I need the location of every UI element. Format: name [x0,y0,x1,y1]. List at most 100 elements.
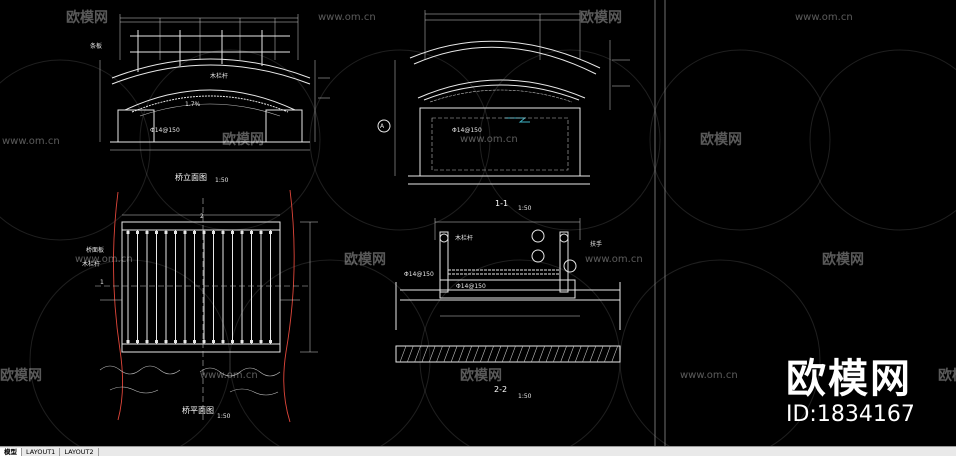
bolt-marker [145,340,149,343]
hatch-line [450,345,458,363]
watermark-url: www.om.cn [318,12,376,23]
bolt-marker [126,340,130,343]
bolt-marker [174,231,177,234]
bolt-marker [259,231,263,234]
svg-text:A: A [380,123,385,130]
bolt-marker [269,231,272,234]
plan-title: 桥平面图 [182,405,214,415]
section-2-2-view[interactable]: 木栏杆 Φ14@150 Φ14@150 扶手 2-2 1:50 [395,218,621,400]
svg-text:木栏杆: 木栏杆 [210,72,228,80]
svg-text:1.7%: 1.7% [185,101,201,108]
bolt-marker [164,340,168,343]
bolt-marker [212,340,215,343]
hatch-line [523,345,531,363]
bolt-marker [126,231,130,234]
bolt-marker [240,231,244,234]
section-1-1-view[interactable]: A Φ14@150 1-1 1:50 [377,10,630,212]
bolt-marker [202,231,206,234]
bolt-marker [193,231,196,234]
bolt-marker [221,231,225,234]
bolt-marker [193,340,196,343]
watermark-logo: 欧模网 [938,367,956,384]
hatch-line [480,345,487,363]
svg-text:条板: 条板 [90,42,102,50]
cad-drawing-canvas[interactable]: 条板 1.7% Φ14@150 木栏杆 桥立面图 1:50 [0,0,956,446]
brand-name: 欧模网 [786,356,912,402]
hatch-line [443,345,451,363]
plan-section-mark-1: 1 [100,279,104,286]
watermark-url: www.om.cn [460,134,518,145]
svg-text:木栏杆: 木栏杆 [82,260,100,268]
svg-text:桥面板: 桥面板 [86,246,104,254]
bolt-marker [164,231,168,234]
bolt-marker [155,231,158,234]
hatch-line [567,345,575,363]
svg-text:扶手: 扶手 [590,240,602,248]
hatch-line [407,345,414,363]
tab-layout2[interactable]: LAYOUT2 [60,447,99,456]
hatch-line [531,345,538,363]
elevation-title: 桥立面图 [175,172,207,182]
bolt-marker [212,231,215,234]
hatch-line [458,345,465,363]
hatch-line [472,345,480,363]
bolt-marker [136,231,139,234]
bolt-marker [231,231,234,234]
svg-text:Φ14@150: Φ14@150 [456,283,486,290]
watermark-logo: 欧模网 [460,367,502,384]
watermark-logo: 欧模网 [700,131,742,148]
tab-layout1[interactable]: LAYOUT1 [22,447,61,456]
hatch-line [545,345,553,363]
hatch-line [399,345,407,363]
plan-scale: 1:50 [217,413,231,420]
bridge-elevation-view[interactable]: 条板 1.7% Φ14@150 木栏杆 桥立面图 1:50 [90,14,330,184]
bolt-marker [221,340,225,343]
section-1-scale: 1:50 [518,205,532,212]
hatch-line [611,345,618,363]
hatch-line [538,345,545,363]
brand-block: 欧模网 ID:1834167 [786,356,936,428]
hatch-line [516,345,524,363]
hatch-line [487,345,494,363]
hatch-line [509,345,516,363]
bolt-marker [259,340,263,343]
watermark-logo: 欧模网 [580,9,622,26]
svg-text:木栏杆: 木栏杆 [455,234,473,242]
bolt-marker [136,340,139,343]
bolt-marker [183,340,187,343]
bolt-marker [183,231,187,234]
watermark-url: www.om.cn [75,254,133,265]
brand-id: ID:1834167 [786,402,915,427]
plan-section-mark-2: 2 [200,213,204,220]
bolt-marker [250,231,253,234]
bolt-marker [202,340,206,343]
bolt-marker [231,340,234,343]
section-2-title: 2-2 [494,385,507,394]
watermark-logo: 欧模网 [66,9,108,26]
svg-text:Φ14@150: Φ14@150 [150,127,180,134]
hatch-line [436,345,443,363]
watermark-url: www.om.cn [795,12,853,23]
svg-text:Φ14@150: Φ14@150 [404,271,434,278]
watermark-url: www.om.cn [680,370,738,381]
hatch-line [604,345,611,363]
watermarks: 欧模网 www.om.cn 欧模网 www.om.cn www.om.cn 欧模… [0,9,956,384]
bridge-plan-view[interactable]: 2 1 桥面板 木栏杆 桥平面图 1:50 [82,189,318,423]
bolt-marker [250,340,253,343]
bolt-marker [155,340,158,343]
section-2-scale: 1:50 [518,393,532,400]
watermark-logo: 欧模网 [822,251,864,268]
bolt-marker [145,231,149,234]
tab-model[interactable]: 模型 [0,447,22,456]
hatch-line [553,345,560,363]
layout-tab-bar: 模型 LAYOUT1 LAYOUT2 [0,446,956,456]
hatch-line [560,345,567,363]
watermark-url: www.om.cn [585,254,643,265]
hatch-line [465,345,472,363]
bolt-marker [269,340,272,343]
watermark-logo: 欧模网 [344,251,386,268]
hatch-line [428,345,436,363]
elevation-scale: 1:50 [215,177,229,184]
hatch-line [501,345,509,363]
